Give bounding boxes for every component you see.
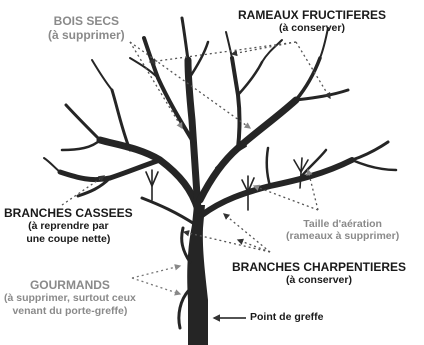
main-branches: [44, 18, 396, 225]
leader-lines-gourmands: [132, 266, 180, 294]
label-branches-cassees-title: BRANCHES CASSEES: [4, 206, 133, 220]
label-taille-aeration-note: (rameaux à supprimer): [286, 230, 399, 242]
label-point-de-greffe: Point de greffe: [250, 311, 324, 323]
label-branches-cassees: BRANCHES CASSEES (à reprendre par une co…: [4, 206, 133, 245]
trunk: [187, 205, 208, 345]
label-rameaux-fructiferes-note: (à conserver): [238, 22, 386, 34]
label-taille-aeration: Taille d'aération (rameaux à supprimer): [286, 218, 399, 243]
label-branches-cassees-note-1: (à reprendre par: [4, 220, 133, 232]
label-gourmands-note-2: venant du porte-greffe): [4, 305, 136, 317]
label-branches-charpentieres-note: (à conserver): [232, 274, 406, 286]
label-branches-cassees-note-2: une coupe nette): [4, 233, 133, 245]
label-bois-secs-note: (à supprimer): [48, 28, 125, 42]
label-branches-charpentieres-title: BRANCHES CHARPENTIERES: [232, 260, 406, 274]
label-branches-charpentieres: BRANCHES CHARPENTIERES (à conserver): [232, 260, 406, 287]
label-bois-secs-title: BOIS SECS: [48, 14, 125, 28]
label-bois-secs: BOIS SECS (à supprimer): [48, 14, 125, 42]
label-taille-aeration-title: Taille d'aération: [286, 218, 399, 230]
label-gourmands-note-1: (à supprimer, surtout ceux: [4, 292, 136, 304]
label-rameaux-fructiferes-title: RAMEAUX FRUCTIFERES: [238, 8, 386, 22]
gourmand-shoot: [179, 290, 189, 328]
label-gourmands: GOURMANDS (à supprimer, surtout ceux ven…: [4, 278, 136, 317]
label-rameaux-fructiferes: RAMEAUX FRUCTIFERES (à conserver): [238, 8, 386, 35]
label-gourmands-title: GOURMANDS: [4, 278, 136, 292]
